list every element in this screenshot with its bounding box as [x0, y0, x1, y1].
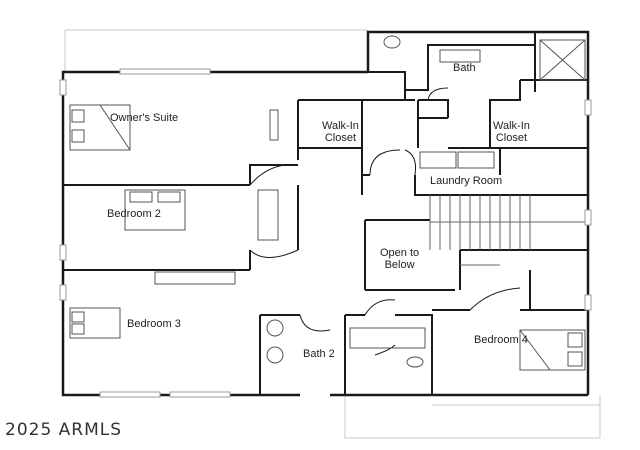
label-walk-in-closet-left: Walk-In Closet: [322, 120, 359, 144]
label-bedroom-2: Bedroom 2: [107, 208, 161, 220]
label-open-to-below-line1: Open to: [380, 247, 420, 259]
fixtures: [69, 35, 586, 371]
label-walk-in-closet-left-line2: Closet: [324, 132, 357, 144]
label-bedroom-3: Bedroom 3: [127, 318, 181, 330]
label-walk-in-closet-left-line1: Walk-In: [322, 120, 359, 132]
interior-walls: [63, 32, 588, 396]
label-walk-in-closet-right-line1: Walk-In: [493, 120, 530, 132]
label-bath-2: Bath 2: [303, 348, 335, 360]
label-bedroom-4: Bedroom 4: [474, 334, 528, 346]
door-swings: [249, 87, 521, 356]
label-open-to-below: Open to Below: [380, 247, 419, 271]
watermark: 2025 ARMLS: [5, 420, 123, 440]
label-walk-in-closet-right: Walk-In Closet: [493, 120, 530, 144]
stairs: [429, 195, 588, 266]
label-open-to-below-line2: Below: [384, 259, 415, 271]
windows: [59, 68, 592, 398]
label-walk-in-closet-right-line2: Closet: [495, 132, 528, 144]
label-bath: Bath: [453, 62, 476, 74]
label-laundry-room: Laundry Room: [430, 175, 503, 187]
label-owners-suite: Owner's Suite: [110, 112, 179, 124]
